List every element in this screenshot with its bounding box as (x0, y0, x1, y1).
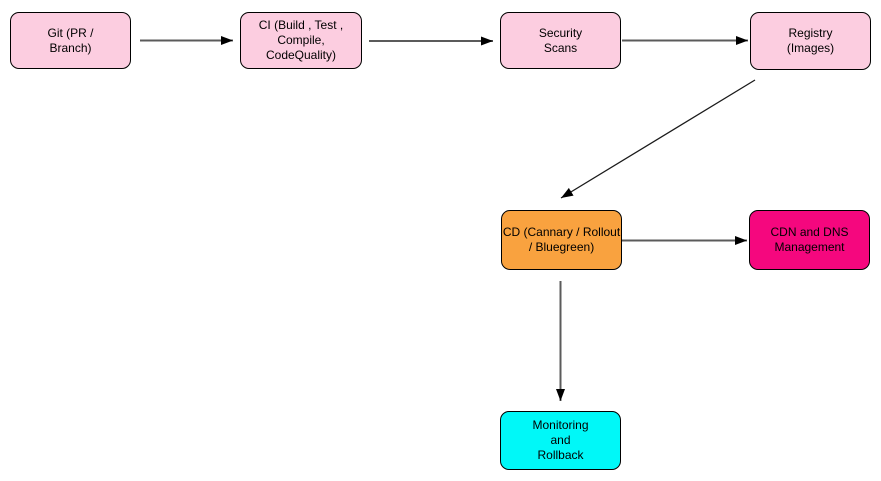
node-cd: CD (Cannary / Rollout / Bluegreen) (501, 210, 622, 270)
node-monitoring: Monitoring and Rollback (500, 411, 621, 470)
edge-registry-to-cd (560, 79, 756, 199)
node-security-scans: Security Scans (500, 12, 621, 69)
node-monitoring-label: Monitoring and Rollback (532, 418, 589, 462)
node-cdn-dns-label: CDN and DNS Management (770, 225, 849, 254)
node-git: Git (PR / Branch) (10, 12, 131, 69)
node-git-label: Git (PR / Branch) (47, 25, 94, 55)
node-registry-label: Registry (Images) (786, 26, 835, 55)
node-security-scans-label: Security Scans (538, 25, 583, 55)
node-ci: CI (Build , Test , Compile, CodeQuality) (240, 12, 362, 69)
node-ci-label: CI (Build , Test , Compile, CodeQuality) (258, 18, 344, 62)
node-cd-label: CD (Cannary / Rollout / Bluegreen) (502, 225, 621, 254)
node-registry: Registry (Images) (750, 12, 871, 70)
node-cdn-dns: CDN and DNS Management (749, 210, 870, 270)
